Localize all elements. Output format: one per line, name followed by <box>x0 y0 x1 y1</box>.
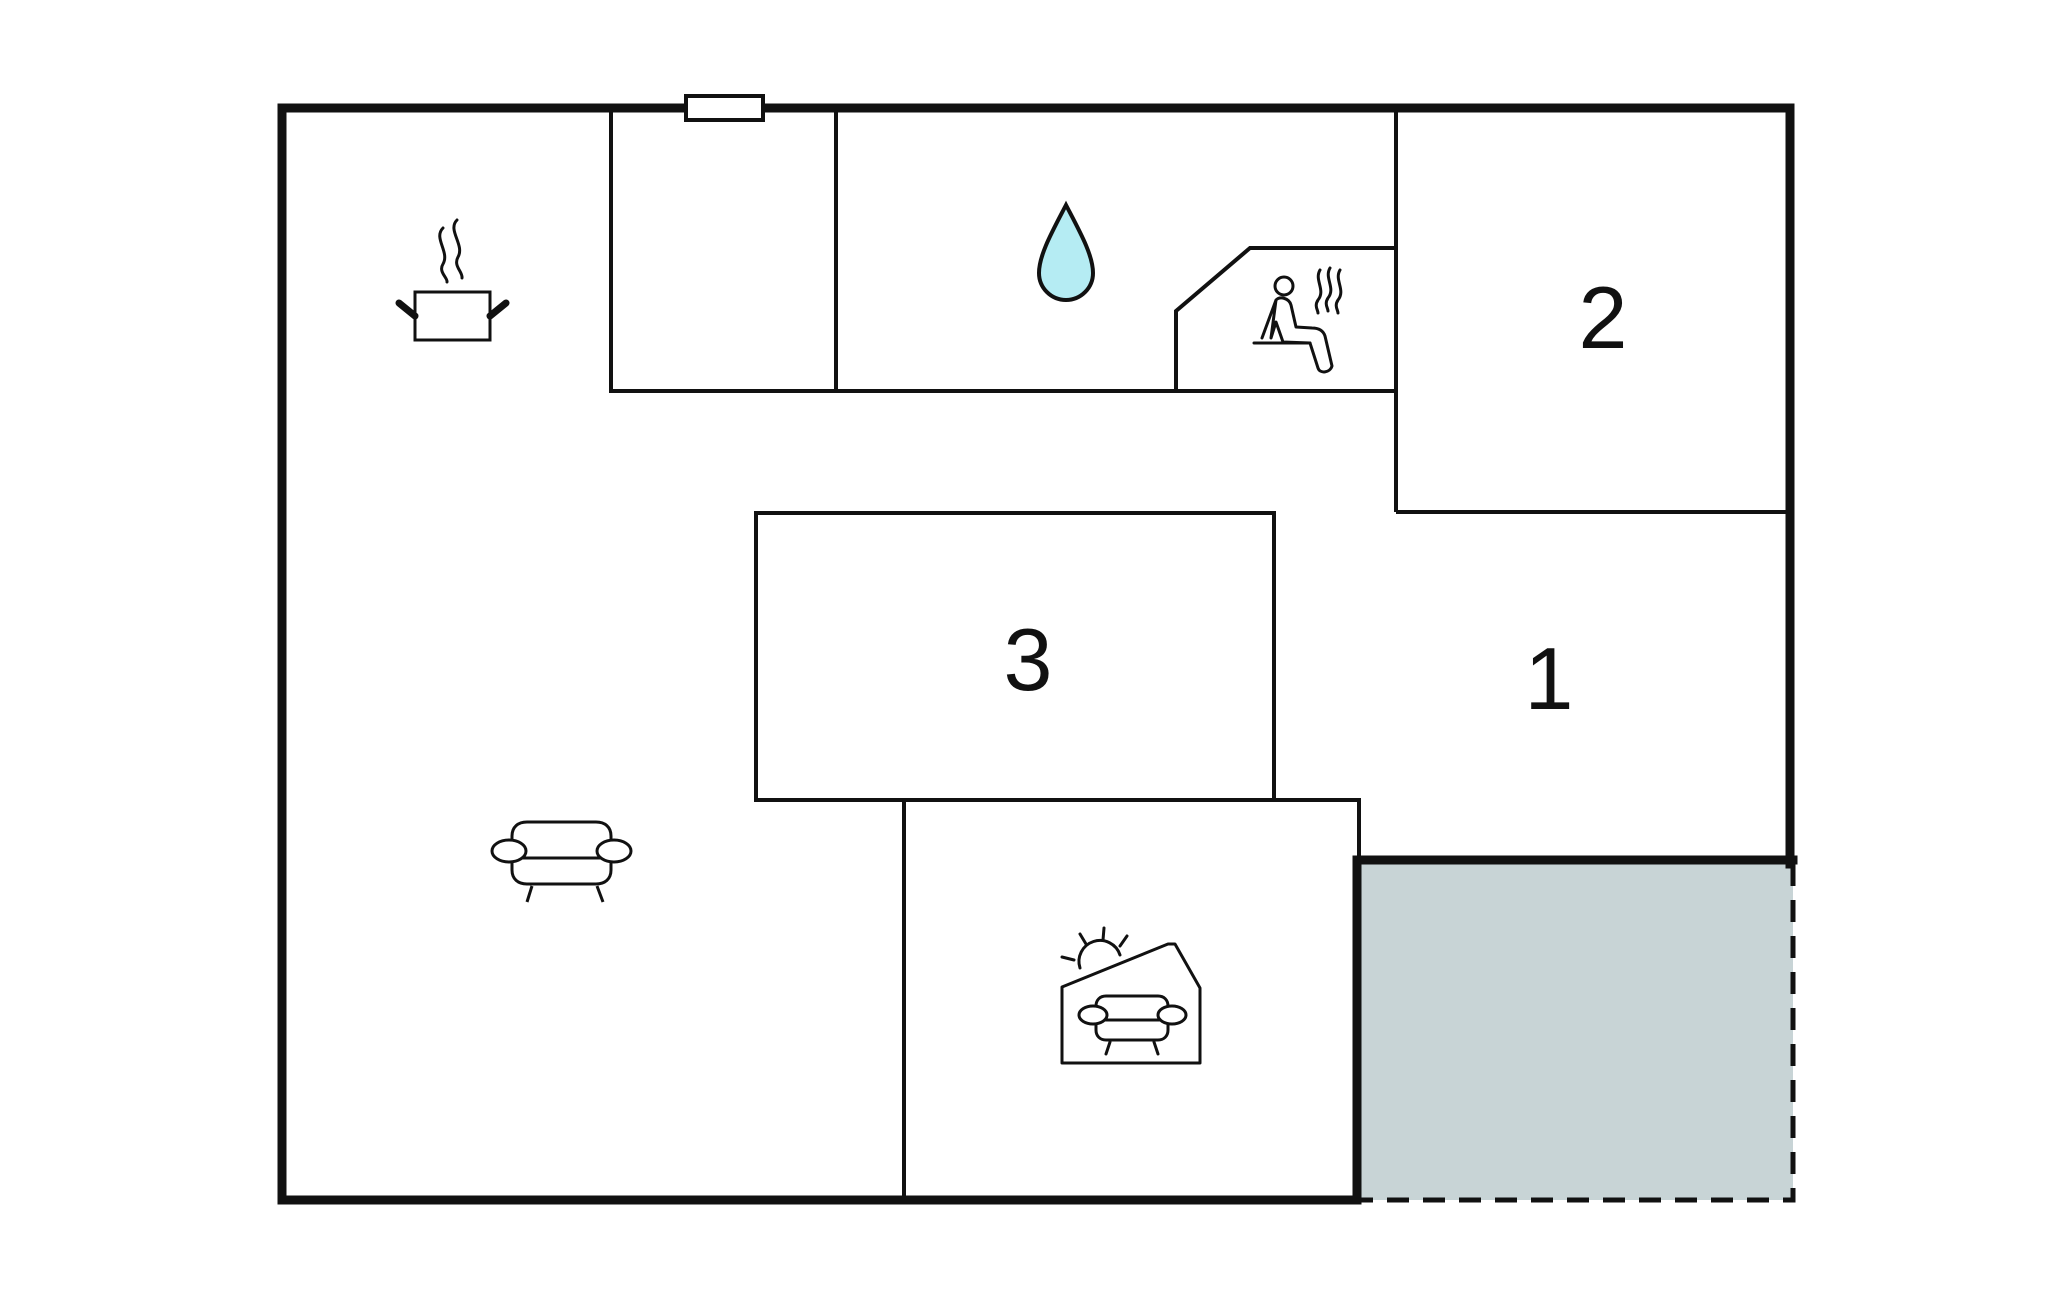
cooking-pot-icon <box>395 218 510 342</box>
room-label-1: 1 <box>1525 629 1574 728</box>
water-drop-icon <box>1036 200 1096 302</box>
room-label-2: 2 <box>1579 268 1628 367</box>
sauna-person-icon <box>1252 266 1343 374</box>
terrace <box>1357 864 1796 1203</box>
interior-walls <box>609 112 1786 1196</box>
window-icon <box>684 94 765 122</box>
sofa-icon <box>490 820 633 903</box>
sunroom-sofa-icon <box>1060 926 1202 1065</box>
outer-walls <box>277 103 1798 1205</box>
room-label-3: 3 <box>1004 610 1053 709</box>
